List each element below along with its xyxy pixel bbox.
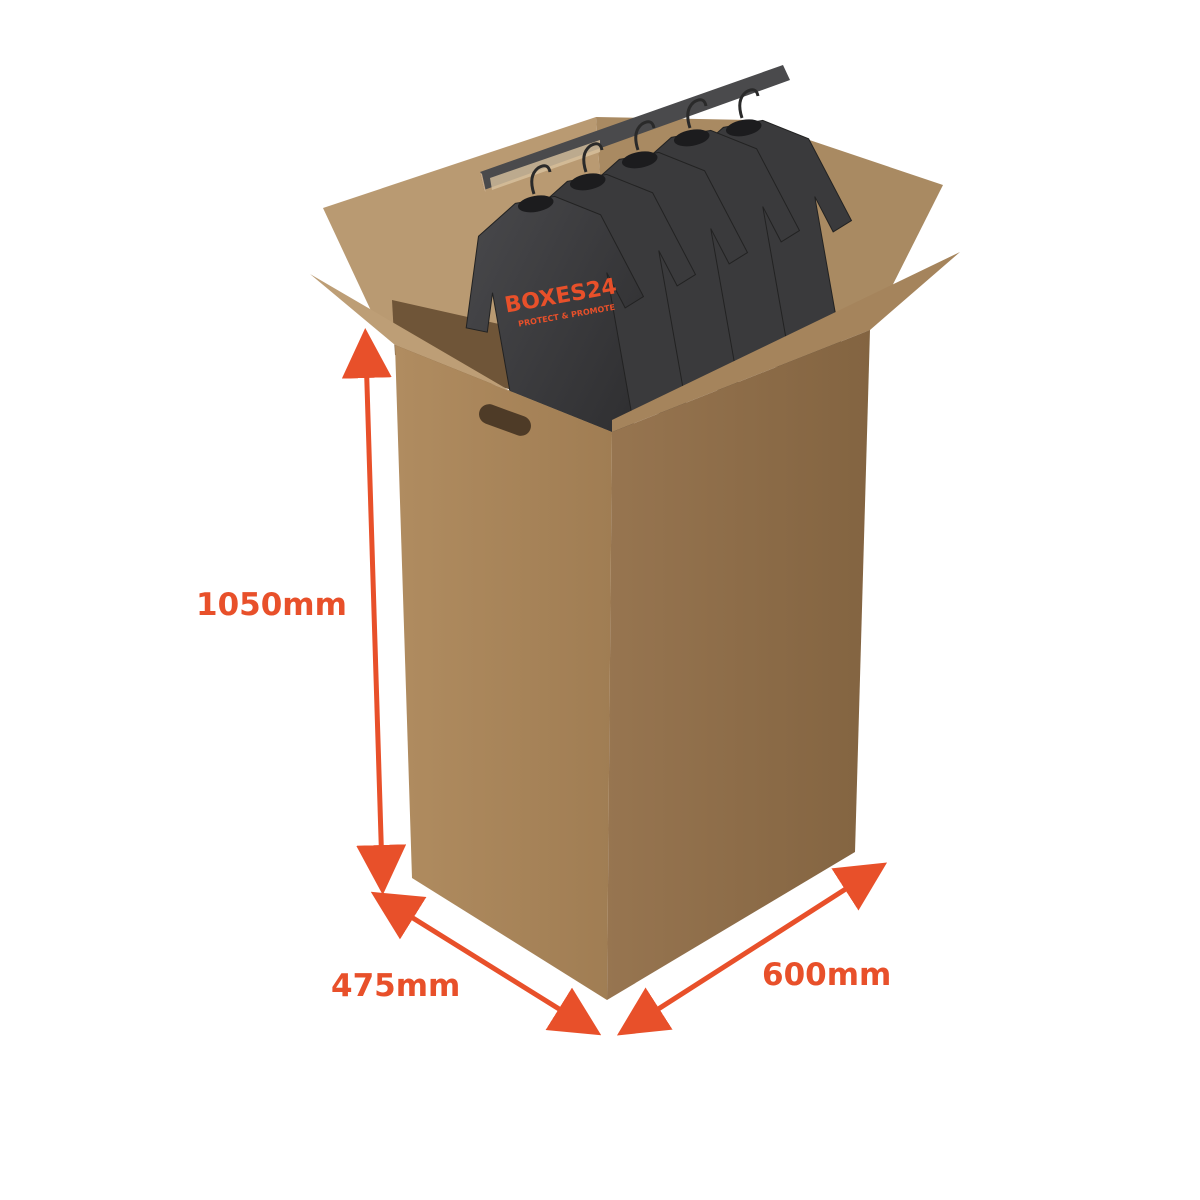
shirt-collar — [673, 129, 710, 147]
hand-hole — [479, 404, 531, 436]
hanger-hook-icon — [634, 120, 656, 151]
width-dimension-arrow — [616, 862, 888, 1036]
shirt-collar — [621, 151, 658, 169]
hanger-hook-icon — [686, 98, 708, 129]
shirt-collar — [725, 119, 762, 137]
shirt-collar — [569, 173, 606, 191]
width-label: 600mm — [762, 957, 892, 993]
depth-label: 475mm — [331, 968, 461, 1004]
hanger-hook-icon — [582, 142, 604, 173]
hanger-hook-icon — [738, 88, 760, 119]
box-front-face — [395, 345, 612, 1000]
hanger-hook-icon — [530, 164, 552, 195]
box-front-flap-right — [612, 252, 960, 432]
height-dimension-arrow — [341, 328, 407, 895]
depth-dimension-arrow — [370, 891, 602, 1036]
box-side-face — [607, 330, 870, 1000]
shirt-collar — [517, 195, 554, 213]
height-label: 1050mm — [196, 587, 347, 623]
